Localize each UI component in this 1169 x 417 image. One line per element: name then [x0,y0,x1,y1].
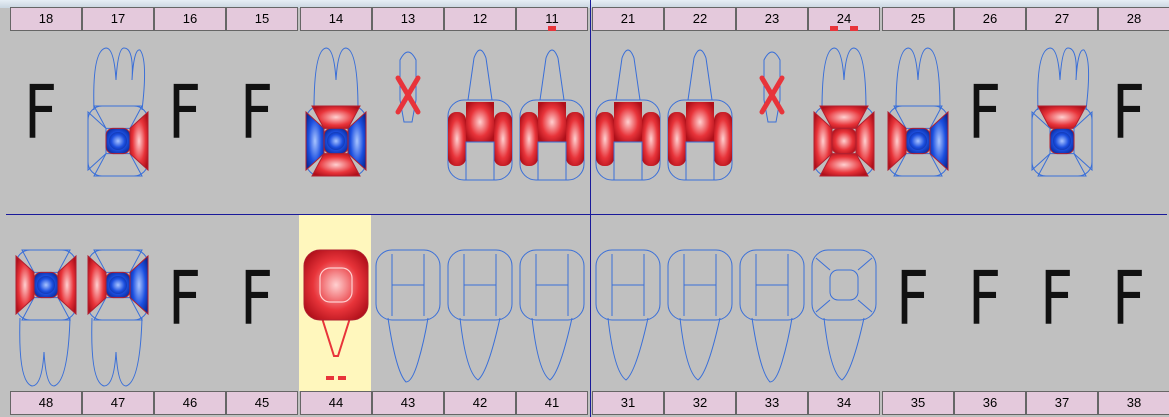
tooth-42-lower-incisor-icon[interactable] [444,222,516,392]
tooth-16-f-mark: F [168,76,201,150]
tooth-header-38[interactable]: 38 [1098,391,1169,415]
midline-divider [590,0,591,417]
tooth-44-lower-premolar-icon[interactable] [300,222,372,392]
tooth-header-27[interactable]: 27 [1026,7,1098,31]
tooth-header-45[interactable]: 45 [226,391,298,415]
tooth-35-f-mark: F [896,262,929,336]
tooth-22-upper-incisor-icon[interactable] [664,40,736,190]
tooth-header-21[interactable]: 21 [592,7,664,31]
tooth-header-33[interactable]: 33 [736,391,808,415]
tooth-41-lower-incisor-icon[interactable] [516,222,588,392]
tooth-header-28[interactable]: 28 [1098,7,1169,31]
tooth-45-f-mark: F [240,262,273,336]
tooth-14-upper-premolar-icon[interactable] [300,40,372,190]
tooth-header-35[interactable]: 35 [882,391,954,415]
tooth-11-upper-incisor-icon[interactable] [516,40,588,190]
tooth-header-18[interactable]: 18 [10,7,82,31]
tooth-26-f-mark: F [968,76,1001,150]
tooth-15-f-mark: F [240,76,273,150]
tooth-header-17[interactable]: 17 [82,7,154,31]
tooth-header-23[interactable]: 23 [736,7,808,31]
tooth-header-16[interactable]: 16 [154,7,226,31]
tooth-33-lower-canine-icon[interactable] [736,222,808,392]
tooth-header-22[interactable]: 22 [664,7,736,31]
tooth-header-36[interactable]: 36 [954,391,1026,415]
tooth-21-upper-incisor-icon[interactable] [592,40,664,190]
tooth-header-42[interactable]: 42 [444,391,516,415]
tooth-header-15[interactable]: 15 [226,7,298,31]
tooth-header-24[interactable]: 24 [808,7,880,31]
tooth-header-43[interactable]: 43 [372,391,444,415]
tooth-25-upper-premolar-icon[interactable] [882,40,954,190]
tooth-header-46[interactable]: 46 [154,391,226,415]
tooth-28-f-mark: F [1112,76,1145,150]
tooth-header-31[interactable]: 31 [592,391,664,415]
tooth-header-13[interactable]: 13 [372,7,444,31]
jaw-divider [6,214,1167,215]
tooth-header-47[interactable]: 47 [82,391,154,415]
tooth-13-extracted-x-icon[interactable] [372,40,444,190]
tooth-46-f-mark: F [168,262,201,336]
tooth-47-lower-molar-icon[interactable] [82,222,154,392]
tooth-header-48[interactable]: 48 [10,391,82,415]
tooth-31-lower-incisor-icon[interactable] [592,222,664,392]
tooth-38-f-mark: F [1112,262,1145,336]
tooth-header-12[interactable]: 12 [444,7,516,31]
tooth-12-upper-incisor-icon[interactable] [444,40,516,190]
tooth-24-upper-premolar-icon[interactable] [808,40,880,190]
tooth-header-44[interactable]: 44 [300,391,372,415]
tooth-header-41[interactable]: 41 [516,391,588,415]
tooth-48-lower-molar-icon[interactable] [10,222,82,392]
tooth-36-f-mark: F [968,262,1001,336]
tooth-23-extracted-x-icon[interactable] [736,40,808,190]
tooth-27-upper-molar-icon[interactable] [1026,40,1098,190]
tooth-header-34[interactable]: 34 [808,391,880,415]
tooth-17-upper-molar-icon[interactable] [82,40,154,190]
tooth-header-25[interactable]: 25 [882,7,954,31]
tooth-header-32[interactable]: 32 [664,391,736,415]
tooth-32-lower-incisor-icon[interactable] [664,222,736,392]
tooth-37-f-mark: F [1040,262,1073,336]
tooth-header-14[interactable]: 14 [300,7,372,31]
tooth-43-lower-canine-icon[interactable] [372,222,444,392]
tooth-header-26[interactable]: 26 [954,7,1026,31]
tooth-34-lower-premolar-icon[interactable] [808,222,880,392]
tooth-header-37[interactable]: 37 [1026,391,1098,415]
tooth-18-f-mark: F [24,76,57,150]
